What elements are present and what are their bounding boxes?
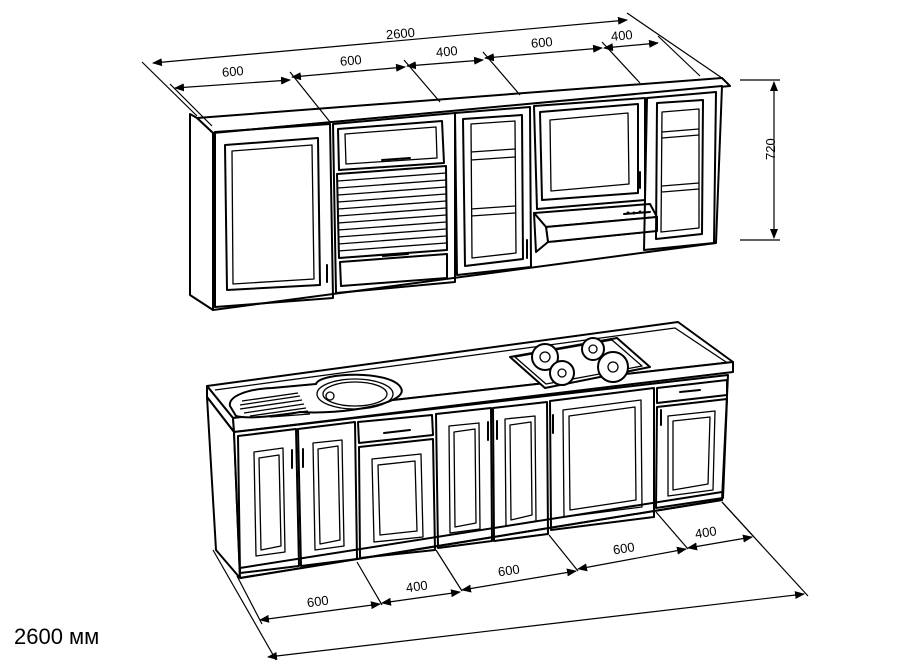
base-cabinet-3 xyxy=(435,401,549,549)
total-length-caption: 2600 мм xyxy=(14,624,100,649)
dim-upper-seg4: 600 xyxy=(530,34,553,51)
upper-dimension-lines xyxy=(141,12,780,241)
drawer-handle xyxy=(381,157,411,161)
dim-upper-seg5: 400 xyxy=(610,27,633,44)
dim-lower-seg3: 600 xyxy=(497,561,521,579)
lower-cabinets xyxy=(206,321,734,579)
drawer-handle xyxy=(679,389,701,393)
sink xyxy=(228,373,403,419)
dim-upper-height: 720 xyxy=(763,138,778,160)
drawer-handle xyxy=(383,429,411,434)
shutter-handle xyxy=(382,253,409,257)
dim-upper-seg2: 600 xyxy=(339,52,362,69)
upper-dimension-labels: 2600 600 600 400 600 400 720 xyxy=(221,25,778,160)
dim-lower-seg4: 600 xyxy=(612,539,636,557)
dim-upper-seg3: 400 xyxy=(435,43,458,60)
base-cabinet-4 xyxy=(549,387,655,531)
upper-cabinet-2 xyxy=(332,112,456,294)
upper-cabinet-3 xyxy=(454,106,532,276)
cooktop xyxy=(509,337,651,389)
roller-shutter xyxy=(336,165,448,287)
dim-lower-seg2: 400 xyxy=(405,578,428,596)
dim-upper-seg1: 600 xyxy=(221,63,244,80)
lower-dimension-labels: 600 400 600 600 400 xyxy=(306,523,718,610)
upper-cabinet-5 xyxy=(643,91,717,251)
lower-dimension-lines xyxy=(212,501,809,661)
base-cabinet-5 xyxy=(655,379,728,509)
dim-lower-seg1: 600 xyxy=(306,593,329,611)
dim-lower-seg5: 400 xyxy=(694,523,718,541)
dim-upper-total: 2600 xyxy=(385,25,415,42)
base-cabinet-2 xyxy=(357,414,436,559)
upper-cabinets xyxy=(189,77,731,311)
upper-cabinet-1 xyxy=(214,123,334,308)
base-cabinet-1 xyxy=(237,421,358,574)
upper-cabinet-4 xyxy=(533,97,658,253)
